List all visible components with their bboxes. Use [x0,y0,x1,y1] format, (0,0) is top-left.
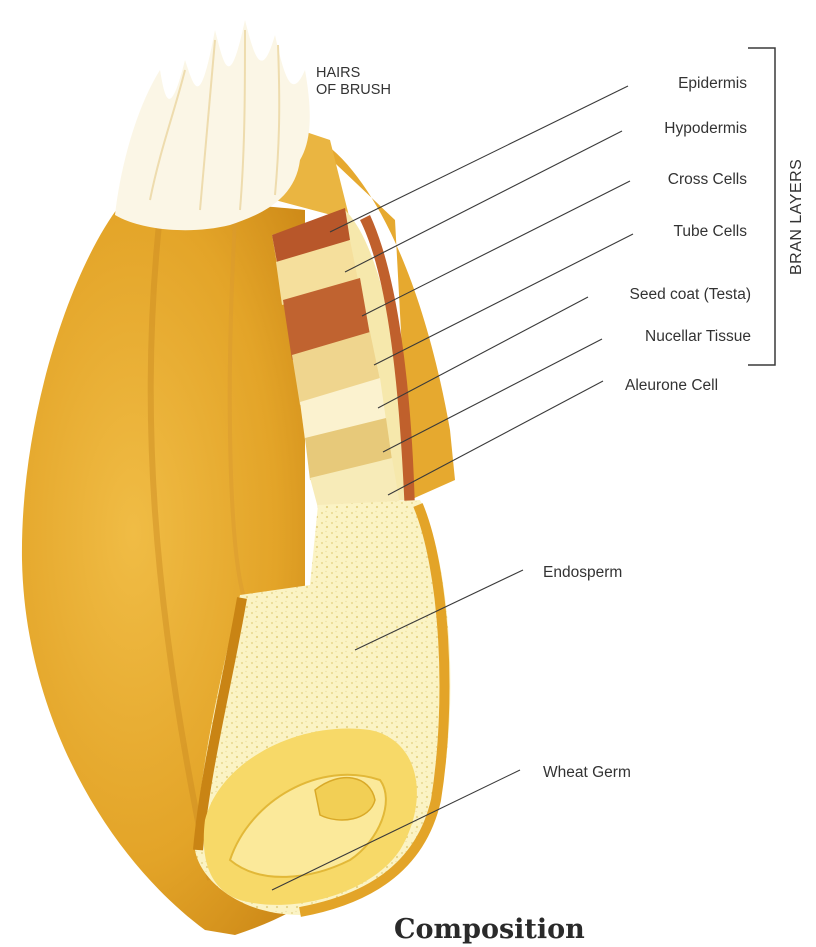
label-hypodermis: Hypodermis [664,120,747,137]
label-nucellar-tissue: Nucellar Tissue [645,328,751,345]
label-endosperm: Endosperm [543,564,622,581]
hairs-label-line2: OF BRUSH [316,82,391,98]
bran-layers-label: BRAN LAYERS [788,159,805,275]
label-tube-cells: Tube Cells [673,223,747,240]
bran-layers-bracket [748,48,775,365]
hairs-label-line1: HAIRS [316,65,360,81]
label-cross-cells: Cross Cells [668,171,747,188]
label-aleurone-cell: Aleurone Cell [625,377,718,394]
label-wheat-germ: Wheat Germ [543,764,631,781]
label-seed-coat: Seed coat (Testa) [630,286,751,303]
label-epidermis: Epidermis [678,75,747,92]
figure-caption: Composition [394,914,585,945]
